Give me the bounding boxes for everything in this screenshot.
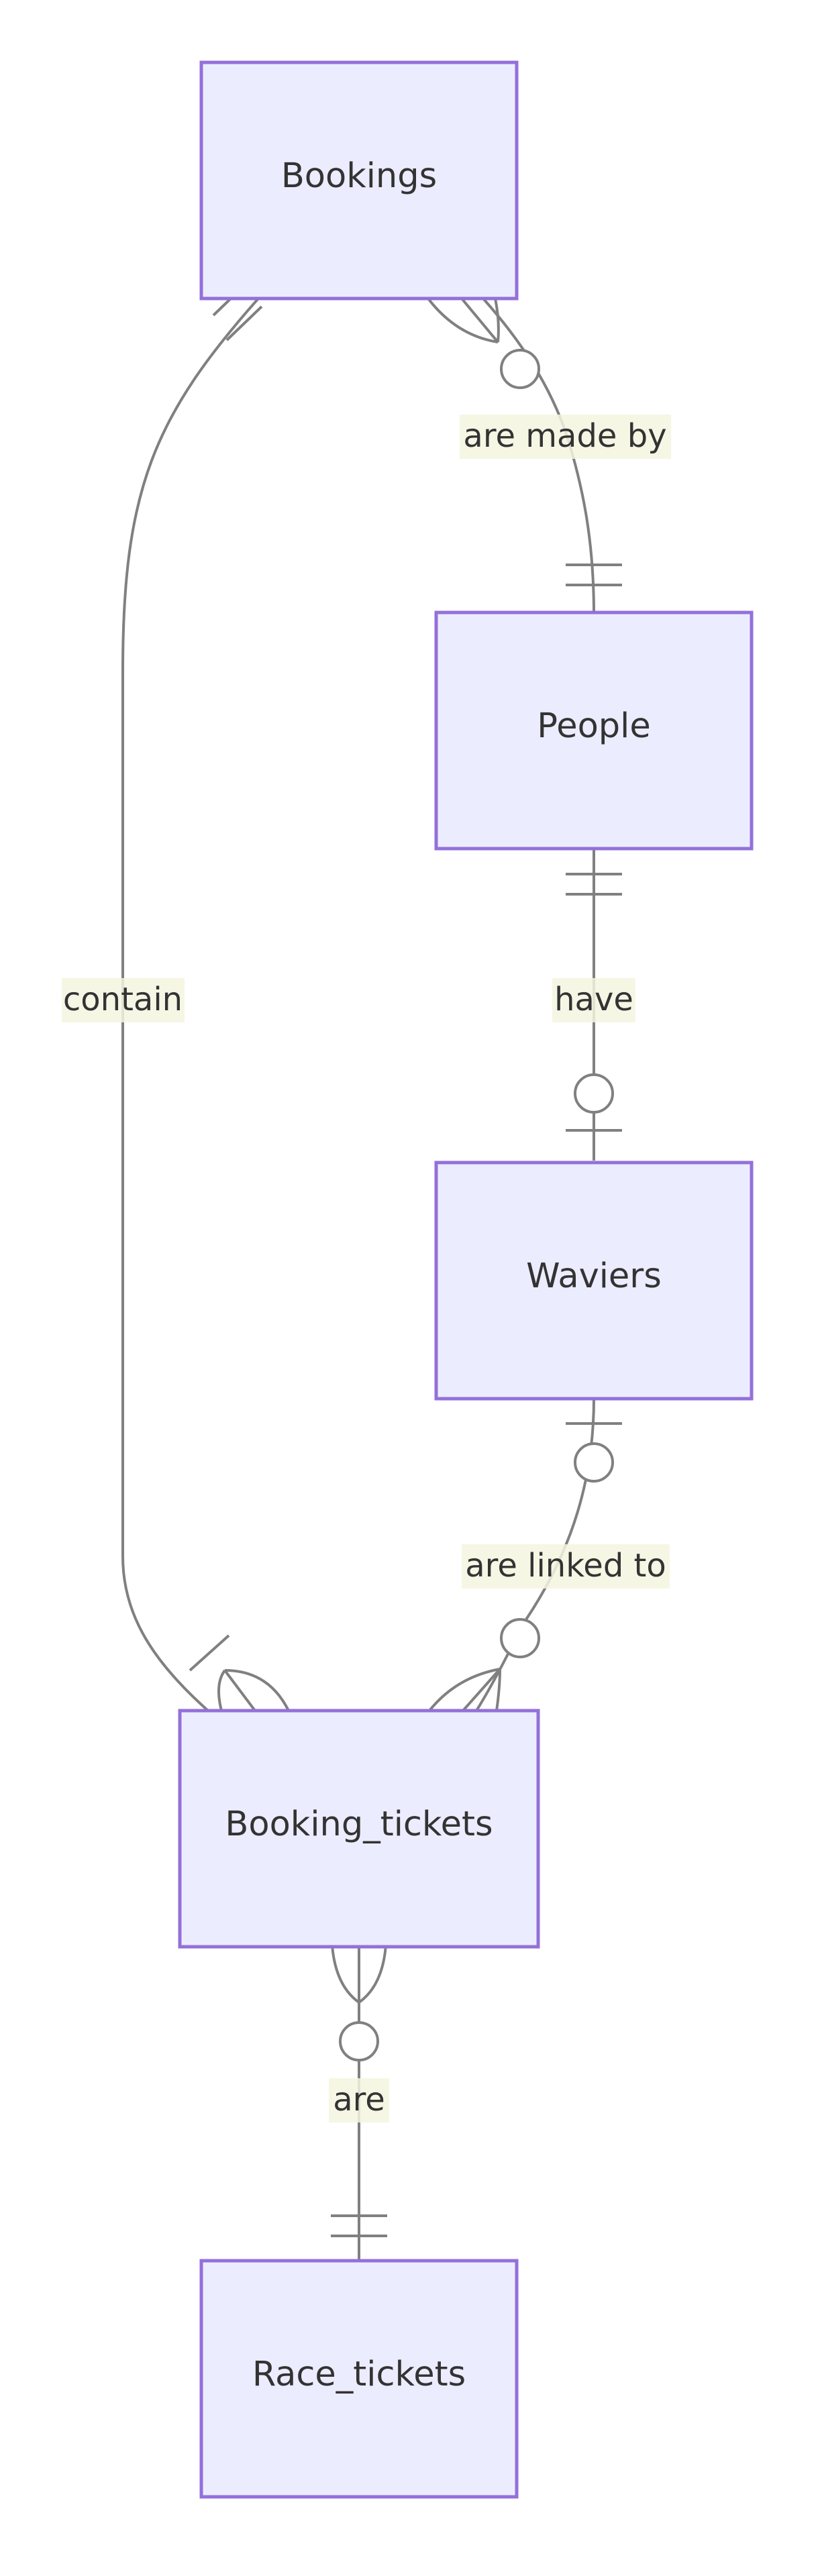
svg-text:are linked to: are linked to xyxy=(465,1547,666,1585)
relationship-labels: are made by contain have are linked to a… xyxy=(62,415,671,2123)
entity-label-people: People xyxy=(537,706,650,746)
entity-waviers[interactable]: Waviers xyxy=(434,1161,754,1401)
rel-label-are-linked-to: are linked to xyxy=(462,1544,670,1589)
marker-zero-or-many-booking-tickets-right xyxy=(428,1618,540,1712)
marker-one-or-many-booking-tickets-left xyxy=(189,1634,290,1712)
entity-booking-tickets[interactable]: Booking_tickets xyxy=(178,1709,540,1949)
entity-label-booking-tickets: Booking_tickets xyxy=(225,1805,493,1844)
svg-text:are made by: are made by xyxy=(463,417,666,455)
svg-text:have: have xyxy=(554,981,633,1018)
marker-zero-or-many-bookings-people xyxy=(427,297,540,389)
entity-race-tickets[interactable]: Race_tickets xyxy=(199,2259,519,2499)
marker-zero-or-one-waviers-bottom xyxy=(566,1422,622,1483)
marker-zero-or-one-waviers-top xyxy=(566,1073,622,1132)
svg-text:contain: contain xyxy=(63,981,183,1018)
rel-label-have: have xyxy=(552,978,635,1022)
entity-label-waviers: Waviers xyxy=(526,1256,662,1296)
rel-line-bookings-booking-tickets xyxy=(121,297,260,1712)
marker-exactly-one-people-bottom xyxy=(566,873,622,896)
entity-bookings[interactable]: Bookings xyxy=(199,60,519,301)
rel-label-contain: contain xyxy=(62,978,185,1022)
cardinality-markers xyxy=(189,280,622,2237)
marker-exactly-one-people-top xyxy=(566,564,622,586)
marker-exactly-one-race-tickets xyxy=(331,2214,387,2237)
entity-people[interactable]: People xyxy=(434,610,754,851)
rel-label-are-made-by: are made by xyxy=(460,415,671,459)
marker-zero-or-many-booking-tickets-bottom xyxy=(331,1945,387,2061)
entity-label-bookings: Bookings xyxy=(281,156,437,196)
svg-text:are: are xyxy=(333,2081,385,2118)
entity-label-race-tickets: Race_tickets xyxy=(252,2355,466,2394)
rel-label-are: are xyxy=(329,2078,389,2123)
